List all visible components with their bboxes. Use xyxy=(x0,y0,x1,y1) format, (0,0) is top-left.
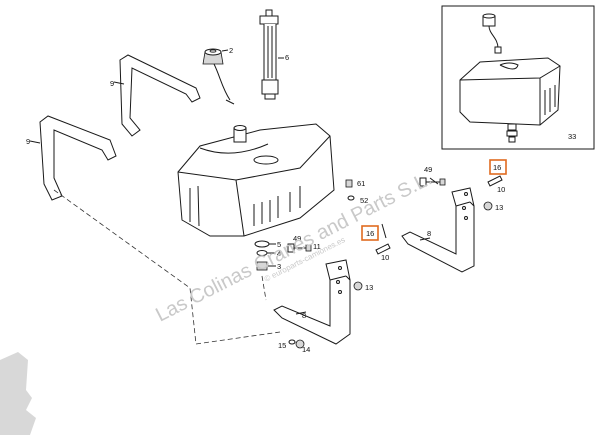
label-15: 15 xyxy=(278,341,286,350)
drain-plug-group: 5 4 3 xyxy=(254,240,281,271)
flag-logo-icon xyxy=(0,352,36,435)
fuel-tank-group xyxy=(177,123,335,237)
highlight-16-lower xyxy=(361,225,379,241)
pin-16-lower-icon xyxy=(375,243,391,255)
label-16-upper: 16 xyxy=(493,163,501,172)
strap-upper-icon xyxy=(119,54,201,137)
label-16-lower: 16 xyxy=(366,229,374,238)
label-9-lower: 9 xyxy=(26,137,30,146)
bracket-left-icon xyxy=(273,259,351,345)
label-14: 14 xyxy=(302,345,310,354)
nut-13-upper-icon xyxy=(483,201,493,211)
label-10-upper: 10 xyxy=(497,185,505,194)
strap-group: 9 9 xyxy=(26,54,201,201)
label-33: 33 xyxy=(568,132,576,141)
assembly-outline xyxy=(53,189,281,345)
label-8-left: 8 xyxy=(302,311,306,320)
label-9-upper: 9 xyxy=(110,79,114,88)
pin-16-upper-icon xyxy=(487,175,503,187)
label-6: 6 xyxy=(285,53,289,62)
label-2: 2 xyxy=(229,46,233,55)
highlight-16-upper xyxy=(489,159,507,175)
bracket-right-icon xyxy=(401,187,475,273)
filler-cap-group: 2 xyxy=(202,46,235,105)
label-5: 5 xyxy=(277,240,281,249)
inset-tank-icon xyxy=(459,57,561,126)
label-61: 61 xyxy=(357,179,365,188)
label-49-upper: 49 xyxy=(424,165,432,174)
pin-group-middle: 16 10 49 11 xyxy=(287,223,391,262)
label-13-upper: 13 xyxy=(495,203,503,212)
label-49-lower: 49 xyxy=(293,234,301,243)
label-13-lower: 13 xyxy=(365,283,373,292)
label-11: 11 xyxy=(313,242,321,251)
nut-13-lower-icon xyxy=(353,281,363,291)
sender-tube-icon xyxy=(263,24,277,81)
fastener-group-upper: 61 52 49 xyxy=(345,165,446,205)
strap-lower-icon xyxy=(39,115,117,201)
label-52: 52 xyxy=(360,196,368,205)
sender-head-icon xyxy=(259,15,279,25)
label-4: 4 xyxy=(277,249,281,258)
sender-unit-group: 6 xyxy=(259,9,289,100)
bracket-left-group: 8 13 15 14 xyxy=(273,259,373,354)
label-10-lower: 10 xyxy=(381,253,389,262)
bracket-right-group: 8 16 10 13 xyxy=(401,159,507,273)
label-8-right: 8 xyxy=(427,229,431,238)
nut-61-icon xyxy=(345,179,353,188)
nut-14-icon xyxy=(295,339,305,349)
label-3: 3 xyxy=(277,262,281,271)
fuel-tank-icon xyxy=(177,123,335,237)
inset-panel: 33 xyxy=(441,5,595,150)
inset-frame xyxy=(441,5,595,150)
